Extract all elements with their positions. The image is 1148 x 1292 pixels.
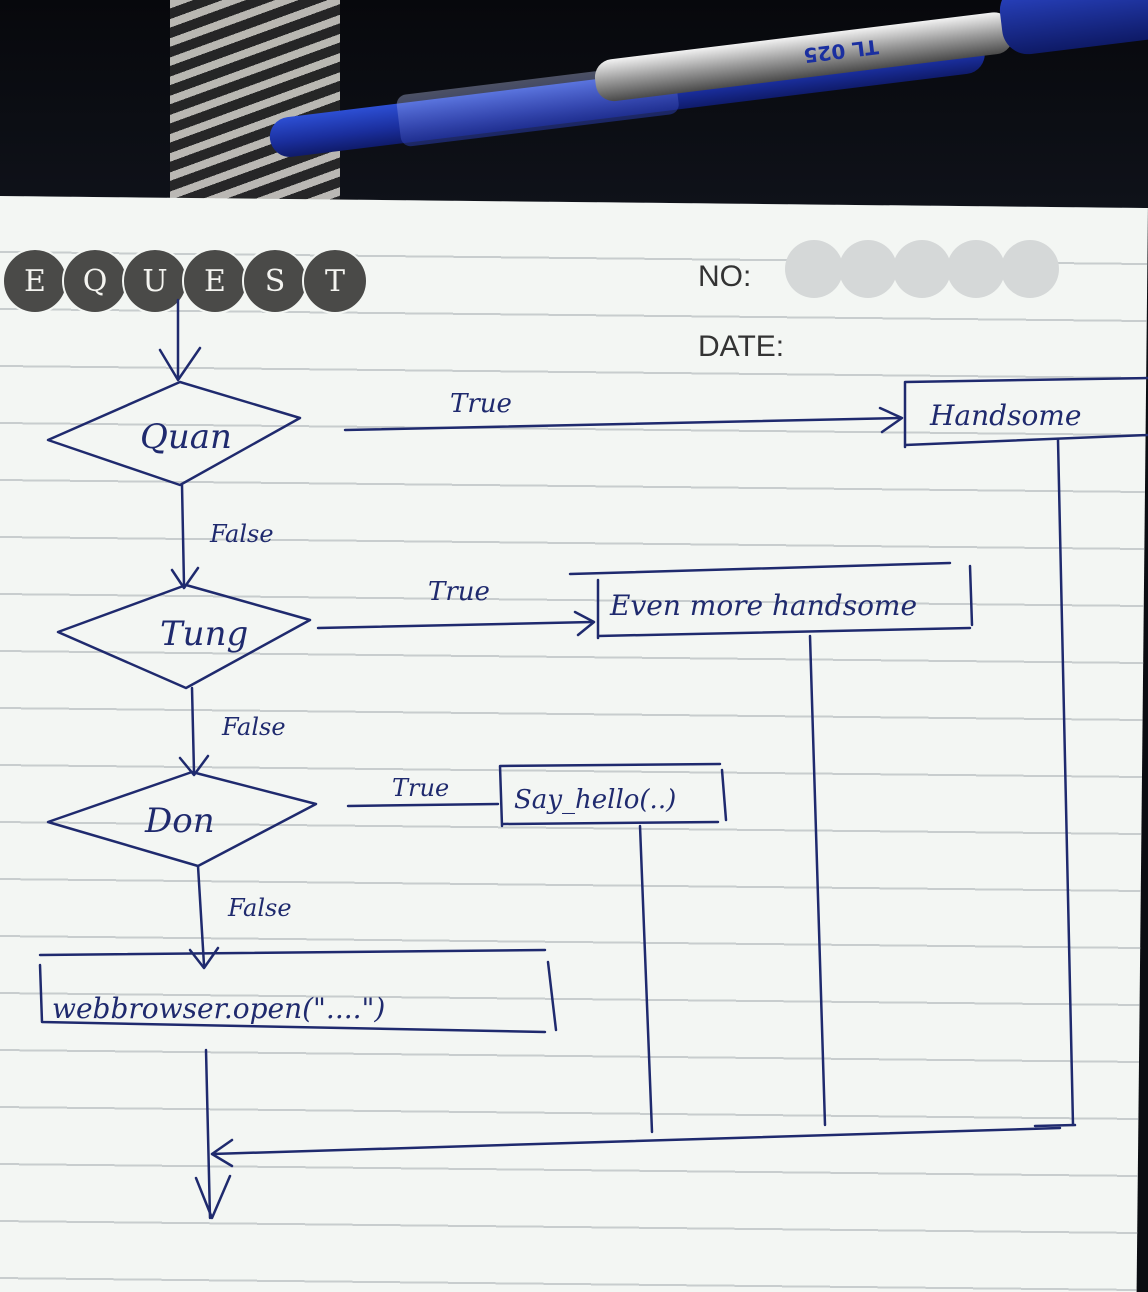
label-handsome: Handsome — [929, 399, 1081, 432]
arrow-don-true — [346, 802, 500, 808]
logo-letter: T — [302, 248, 368, 314]
merge-line — [210, 1126, 1062, 1156]
box-handsome — [903, 376, 1148, 449]
decision-don — [46, 770, 318, 868]
box-even-more-handsome — [568, 561, 974, 640]
dot — [785, 240, 843, 298]
main-return-line — [204, 1048, 212, 1220]
arrow-quan-false — [180, 483, 186, 587]
dot — [893, 240, 951, 298]
arrowhead — [170, 566, 200, 590]
return-line-handsome-end — [1033, 1123, 1077, 1128]
label-quan-true: True — [450, 389, 512, 419]
label-don-true: True — [392, 774, 449, 802]
logo-letter: Q — [62, 248, 128, 314]
label-quan-false: False — [209, 520, 274, 548]
dot — [1001, 240, 1059, 298]
label-say-hello: Say_hello(..) — [514, 785, 676, 815]
arrowhead — [188, 946, 220, 970]
arrow-tung-true — [316, 620, 594, 630]
dot — [839, 240, 897, 298]
arrow-tung-false — [190, 686, 196, 774]
return-line-even-more — [808, 634, 827, 1127]
label-even-more-handsome: Even more handsome — [609, 589, 917, 622]
arrowhead — [178, 754, 210, 777]
label-webbrowser-open: webbrowser.open("....") — [52, 992, 385, 1025]
dot — [947, 240, 1005, 298]
logo-letter: S — [242, 248, 308, 314]
arrow-quan-true — [343, 416, 902, 432]
equest-logo: E Q U E S T — [2, 248, 368, 314]
label-quan: Quan — [140, 417, 232, 457]
label-don-false: False — [227, 894, 292, 922]
no-label: NO: — [698, 260, 752, 293]
box-say-hello — [498, 762, 728, 828]
decision-quan — [46, 380, 302, 487]
exit-arrowhead — [194, 1174, 232, 1220]
label-tung-true: True — [428, 577, 490, 607]
date-label: DATE: — [698, 330, 785, 363]
arrowhead — [878, 406, 904, 434]
label-don: Don — [144, 801, 215, 841]
arrow-don-false — [196, 864, 206, 967]
return-line-say-hello — [638, 824, 654, 1134]
striped-object — [170, 0, 340, 215]
return-line-handsome — [1056, 438, 1075, 1127]
page-number-dots — [785, 240, 1059, 298]
decision-tung — [56, 583, 312, 690]
logo-letter: E — [2, 248, 68, 314]
merge-arrowhead — [210, 1138, 234, 1168]
entry-arrowhead — [158, 346, 202, 382]
label-tung: Tung — [160, 614, 248, 654]
arrowhead — [573, 610, 596, 637]
label-tung-false: False — [221, 713, 286, 741]
box-webbrowser — [38, 948, 558, 1034]
